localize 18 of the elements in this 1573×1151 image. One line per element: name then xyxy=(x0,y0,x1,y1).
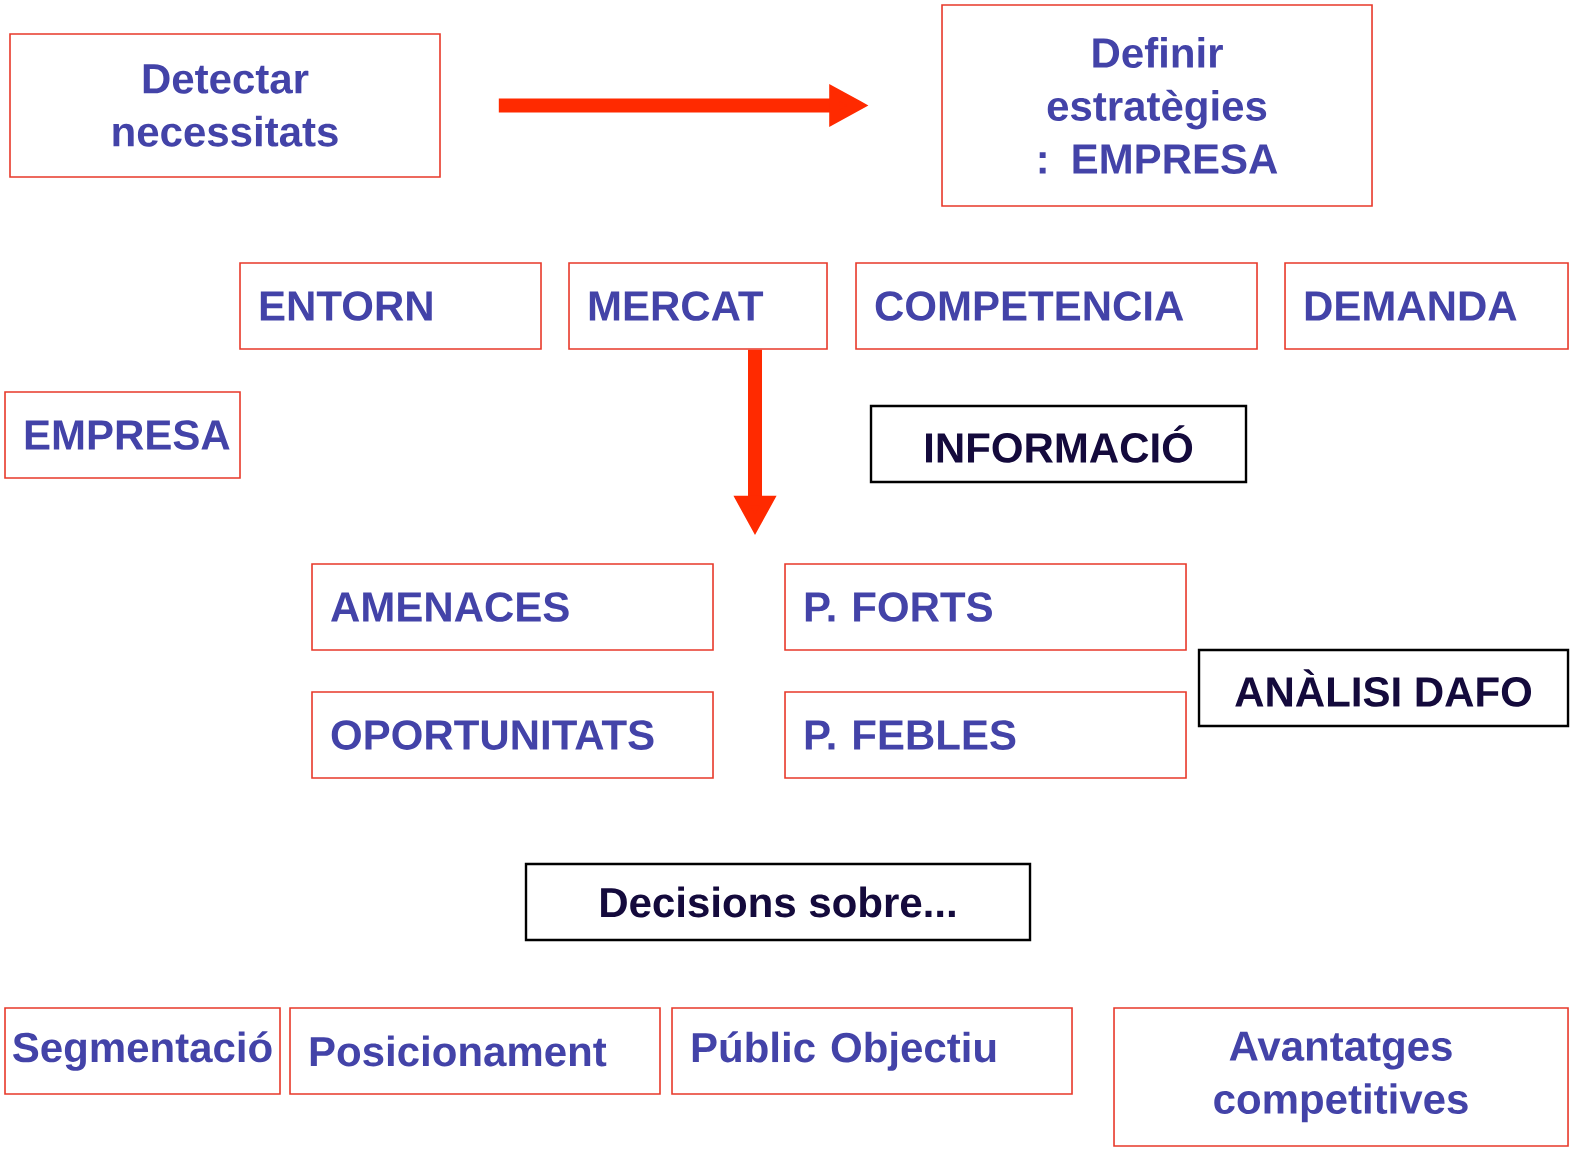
process-box: P. FEBLES xyxy=(784,691,1187,779)
process-box: Definir estratègies : EMPRESA xyxy=(941,4,1373,207)
process-box: P. FORTS xyxy=(784,563,1187,651)
process-box: Detectar necessitats xyxy=(9,33,441,178)
process-box: Avantatges competitives xyxy=(1113,1007,1569,1147)
heading-box: INFORMACIÓ xyxy=(869,404,1248,484)
process-box: ENTORN xyxy=(239,262,542,350)
process-box: Posicionament xyxy=(289,1007,661,1095)
process-box: AMENACES xyxy=(311,563,714,651)
heading-box: Decisions sobre... xyxy=(524,862,1032,942)
process-box: DEMANDA xyxy=(1284,262,1569,350)
process-box: OPORTUNITATS xyxy=(311,691,714,779)
process-box: EMPRESA xyxy=(4,391,241,479)
process-box: Segmentació xyxy=(4,1007,281,1095)
process-box: COMPETENCIA xyxy=(855,262,1258,350)
process-box: Públic Objectiu xyxy=(671,1007,1073,1095)
process-box: MERCAT xyxy=(568,262,828,350)
heading-box: ANÀLISI DAFO xyxy=(1197,648,1570,728)
